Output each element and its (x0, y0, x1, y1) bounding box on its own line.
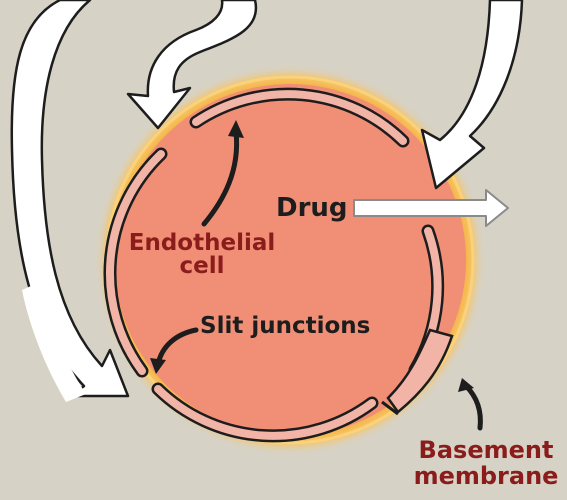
endothelial-cell-label: Endothelial cell (110, 232, 294, 278)
endothelial-cell-label-line1: Endothelial (110, 232, 294, 255)
flow-arrow-right (422, 0, 522, 188)
endothelial-cell-label-line2: cell (110, 255, 294, 278)
basement-membrane-pointer (466, 386, 480, 428)
basement-membrane-label-line2: membrane (405, 464, 567, 490)
basement-membrane-label-line1: Basement (405, 438, 567, 464)
drug-label: Drug (276, 195, 348, 221)
slit-junctions-label: Slit junctions (200, 315, 370, 338)
basement-membrane-label: Basement membrane (405, 438, 567, 490)
